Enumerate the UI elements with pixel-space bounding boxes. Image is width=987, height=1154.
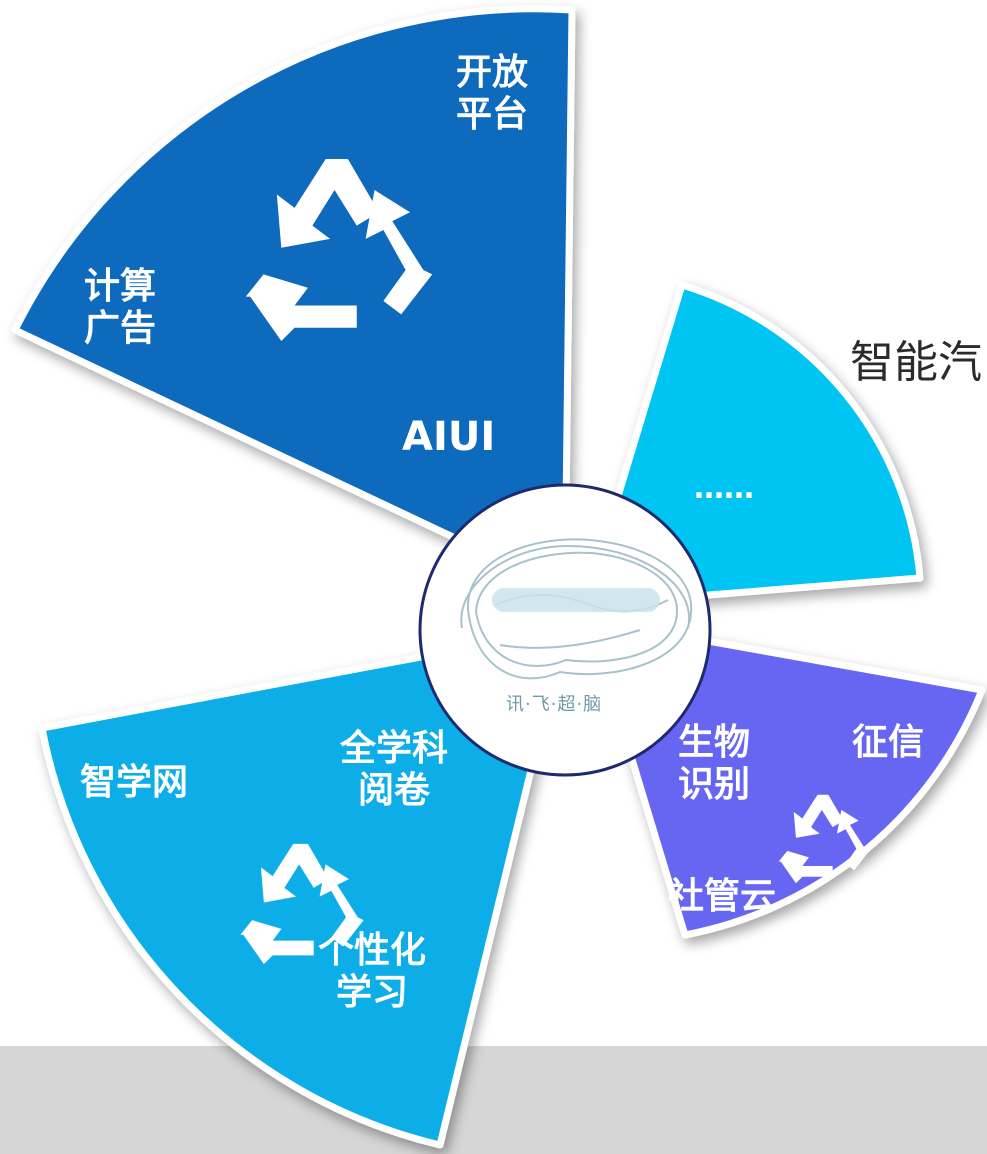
label-aiui: AIUI [402,414,496,460]
recycle-icon-glyph [778,794,870,884]
label-credit: 征信 [852,722,925,763]
label-open-platform: 开放 平台 [456,52,528,136]
center-logo-caption: 讯·飞·超·脑 [506,694,603,715]
recycle-icon [228,150,450,350]
recycle-icon-glyph [245,158,433,342]
label-line: 识别 [678,764,751,805]
sector-bottom-left [38,626,569,1149]
recycle-icon [770,790,878,888]
label-line: 全学科 [340,728,449,769]
label-line: 平台 [456,94,529,135]
label-full-subject-grading: 全学科 阅卷 [340,728,448,812]
center-logo-disc [418,483,712,777]
recycle-icon [228,838,376,970]
label-personalized-learning: 个性化 学习 [318,930,426,1014]
sector-right [581,281,924,609]
label-ellipsis: …… [694,471,754,506]
side-text-smart-car: 智能汽 [850,337,982,388]
label-line: 开放 [456,52,529,93]
label-computational-ads: 计算 广告 [84,266,156,350]
label-line: 阅卷 [358,770,431,811]
label-line: 计算 [84,266,157,307]
brain-band [492,588,660,612]
recycle-icon-glyph [240,843,364,965]
label-biometrics: 生物 识别 [678,722,750,806]
label-line: 广告 [84,308,157,349]
label-zhixue: 智学网 [80,762,189,803]
label-line: 生物 [678,722,751,763]
label-line: 学习 [336,972,409,1013]
label-line: 个性化 [318,930,427,971]
label-social-cloud: 社管云 [668,876,777,917]
footer-band [0,1046,987,1154]
